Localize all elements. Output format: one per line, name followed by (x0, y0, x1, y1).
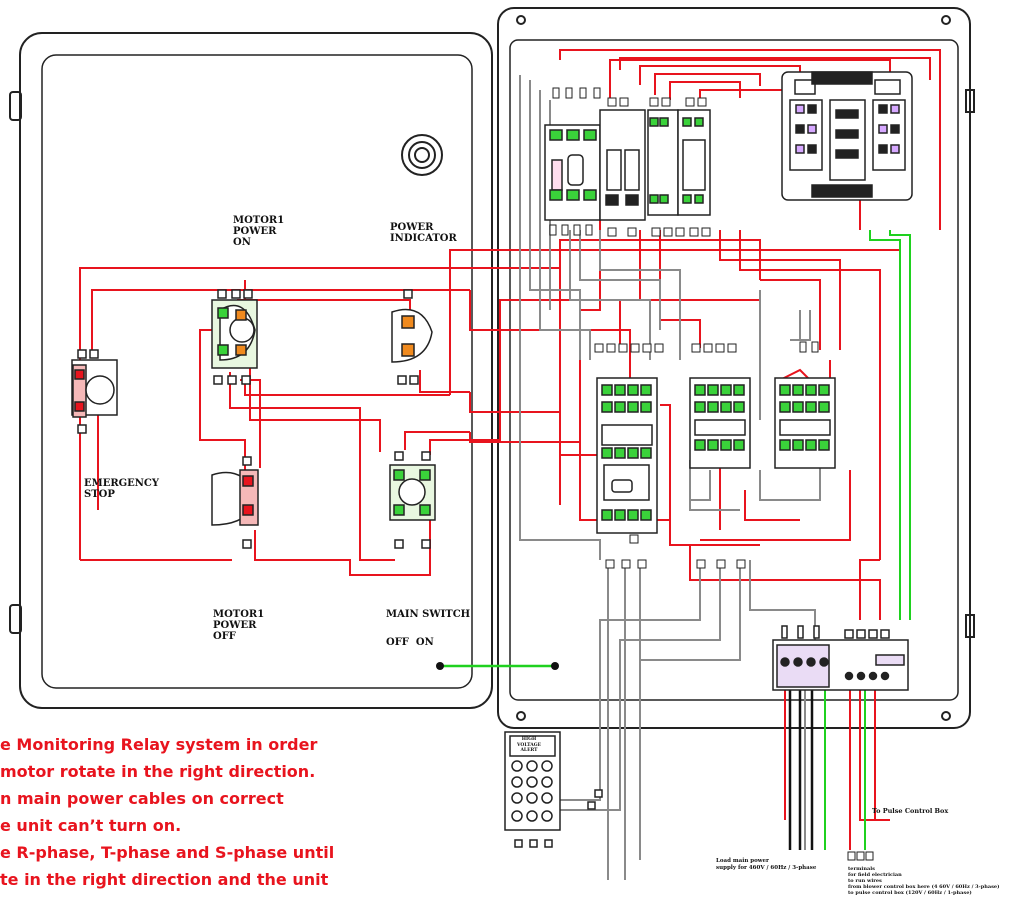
hv-alert-panel (504, 731, 603, 848)
note-line: e Monitoring Relay system in order (0, 735, 318, 754)
terminal-block-bottom (772, 625, 909, 691)
power-indicator-lamp (401, 134, 443, 176)
main-switch-dots (436, 662, 559, 670)
contactor-1 (596, 377, 658, 534)
load-terminal-tags (847, 851, 874, 861)
motor-off-label: MOTOR1 POWER OFF (213, 609, 265, 642)
emergency-stop-block (71, 349, 118, 434)
green-wires (440, 230, 911, 850)
load-supply-label: Load main power supply for 460V / 60Hz /… (716, 858, 817, 871)
motor-off-switch (211, 456, 259, 549)
main-switch-block (389, 451, 436, 549)
note-line: n main power cables on correct (0, 789, 284, 808)
contactor-terminals (594, 341, 819, 569)
note-line: e unit can’t turn on. (0, 816, 182, 835)
black-wires (788, 660, 814, 850)
circuit-breakers (544, 109, 711, 221)
emergency-stop-label: EMERGENCY STOP (84, 478, 160, 500)
note-line: motor rotate in the right direction. (0, 762, 316, 781)
enclosure-door (9, 32, 493, 709)
power-indicator-label: POWER INDICATOR (390, 222, 457, 244)
power-indicator-block (391, 289, 433, 385)
note-line: te in the right direction and the unit (0, 870, 329, 889)
off-on-label: OFF ON (386, 637, 434, 648)
motor-on-switch (211, 289, 258, 385)
terminal-row-top (549, 87, 711, 237)
terminals-label: terminals for field electrician to run w… (848, 866, 1000, 896)
main-switch-label: MAIN SWITCH (386, 609, 471, 620)
pulse-box-label: To Pulse Control Box (872, 807, 949, 815)
enclosure-box (497, 7, 975, 729)
contactor-2 (689, 377, 751, 469)
note-line: e R-phase, T-phase and S-phase until (0, 843, 335, 862)
door-red-wires (79, 267, 490, 576)
relay-module (781, 71, 913, 201)
motor-on-label: MOTOR1 POWER ON (233, 215, 285, 248)
hv-alert-label: HIGH VOLTAGE ALERT (517, 737, 541, 753)
contactor-3 (774, 377, 836, 469)
